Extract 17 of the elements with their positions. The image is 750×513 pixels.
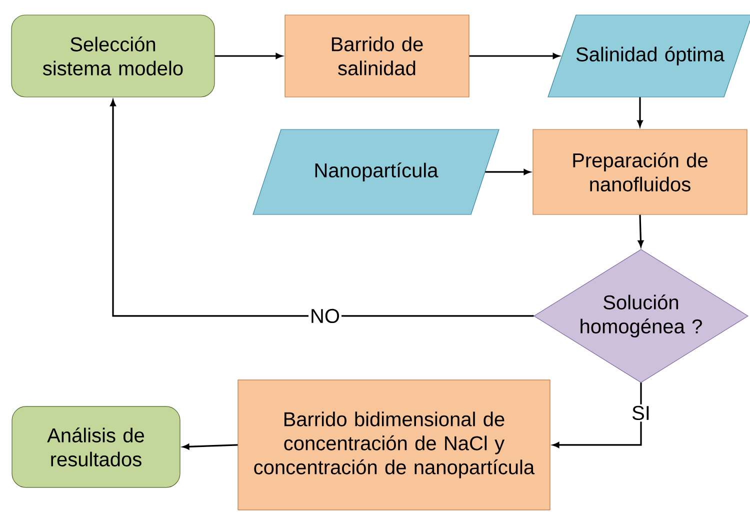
arrow [638,214,644,247]
arrow [214,53,282,59]
data-parallelogram: Salinidad óptima [548,14,750,98]
arrow [552,382,642,448]
arrow [485,169,530,175]
terminal-box: Análisis de resultados [12,406,180,488]
arrow [182,444,238,450]
arrow [469,53,560,59]
data-parallelogram: Nanopartícula [252,129,500,215]
edge-label: NO [308,307,342,325]
process-box: Preparación de nanofluidos [532,129,748,215]
process-box: Barrido bidimensional de concentración de NaCl y concentración de nanopartícula [238,380,550,510]
edge-label: SI [630,404,652,422]
process-box: Barrido de salinidad [284,14,470,98]
arrow [110,100,534,317]
arrow [637,97,643,127]
terminal-box: Selección sistema modelo [11,14,215,98]
